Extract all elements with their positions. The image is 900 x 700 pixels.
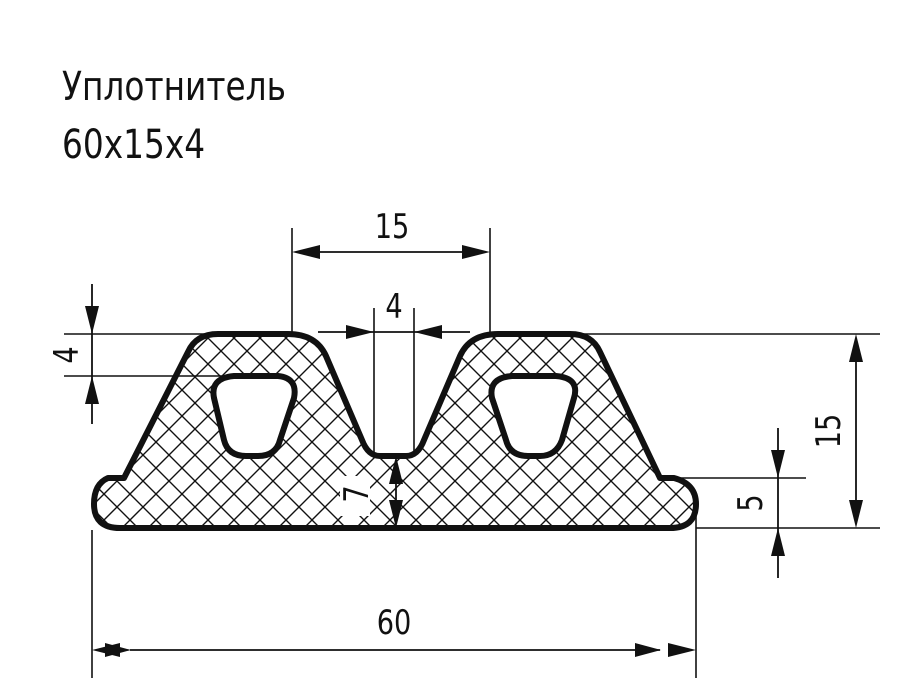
arrowhead <box>462 245 490 259</box>
dim-label-top-thickness: 4 <box>47 346 87 363</box>
dim-label-foot-height: 5 <box>731 494 771 511</box>
dim-label-slot-width: 4 <box>385 287 402 327</box>
dim-label-total-width: 60 <box>377 603 412 643</box>
arrowhead <box>85 376 99 404</box>
profile-size: 60x15x4 <box>62 122 206 168</box>
arrowhead <box>389 500 403 528</box>
arrowhead <box>414 325 442 339</box>
arrowhead <box>92 643 120 657</box>
right-hollow-chamber <box>488 373 579 459</box>
dimension-labels: 60 15 4 15 4 5 7 <box>47 207 849 643</box>
arrowhead <box>85 306 99 334</box>
arrowhead <box>849 334 863 362</box>
left-hollow-chamber <box>210 373 298 459</box>
drawing-title: Уплотнитель 60x15x4 <box>62 58 286 174</box>
seal-profile-body <box>91 331 699 531</box>
dim-label-slot-depth: 7 <box>337 485 377 502</box>
arrowhead <box>771 450 785 478</box>
dimension-arrowheads <box>85 245 863 657</box>
dim-label-total-height: 15 <box>809 414 849 449</box>
slot-depth-label-background <box>340 476 370 516</box>
arrowhead <box>346 325 374 339</box>
arrowhead <box>389 456 403 484</box>
dim-label-top-gap: 15 <box>375 207 410 247</box>
arrowhead <box>668 643 696 657</box>
profile-name: Уплотнитель <box>62 64 286 110</box>
arrowhead <box>849 500 863 528</box>
arrowhead <box>292 245 320 259</box>
arrowhead <box>771 528 785 556</box>
